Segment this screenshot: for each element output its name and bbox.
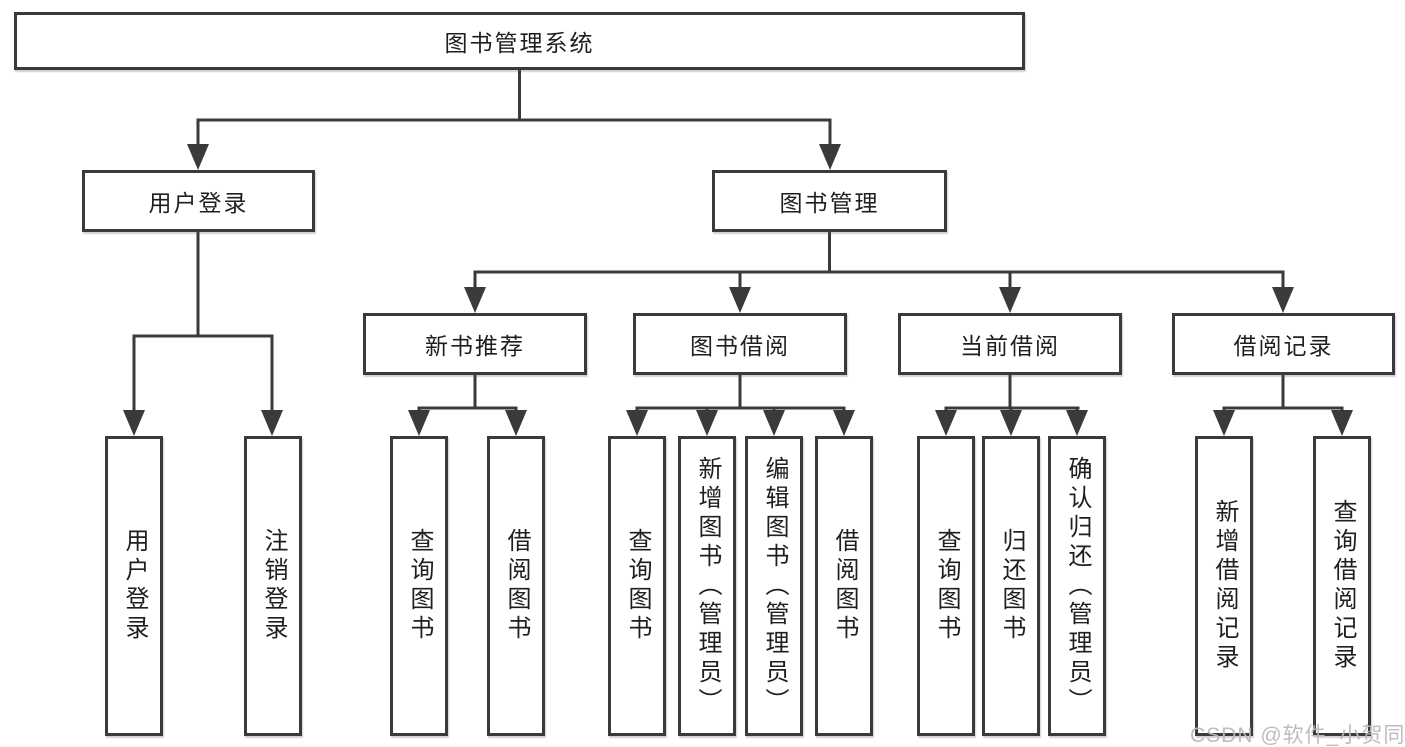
node-label: 当前借阅 bbox=[960, 333, 1060, 359]
root-node-system: 图书管理系统 bbox=[14, 12, 1025, 70]
node-label: 借阅图书 bbox=[503, 528, 530, 644]
node-book-management: 图书管理 bbox=[712, 170, 947, 232]
node-label: 图书借阅 bbox=[690, 333, 790, 359]
leaf-add-book-admin: 新增图书（管理员） bbox=[678, 436, 736, 736]
leaf-query-books-borrow: 查询图书 bbox=[608, 436, 666, 736]
node-label: 图书管理系统 bbox=[444, 30, 595, 56]
leaf-edit-book-admin: 编辑图书（管理员） bbox=[745, 436, 803, 736]
node-label: 查询借阅记录 bbox=[1329, 499, 1356, 673]
node-label: 借阅图书 bbox=[831, 528, 858, 644]
leaf-logout: 注销登录 bbox=[244, 436, 302, 736]
leaf-query-borrow-record: 查询借阅记录 bbox=[1313, 436, 1371, 736]
node-label: 新书推荐 bbox=[425, 333, 525, 359]
node-label: 注销登录 bbox=[260, 528, 287, 644]
node-label: 确认归还（管理员） bbox=[1064, 455, 1091, 717]
watermark: CSDN @软件_小贺同学 bbox=[1190, 724, 1405, 747]
leaf-borrow-books: 借阅图书 bbox=[815, 436, 873, 736]
node-label: 用户登录 bbox=[121, 528, 148, 644]
leaf-borrow-books-recommend: 借阅图书 bbox=[487, 436, 545, 736]
leaf-return-books: 归还图书 bbox=[982, 436, 1040, 736]
node-label: 图书管理 bbox=[779, 190, 880, 216]
leaf-query-books-recommend: 查询图书 bbox=[390, 436, 448, 736]
leaf-user-login: 用户登录 bbox=[105, 436, 163, 736]
node-current-borrow: 当前借阅 bbox=[898, 313, 1122, 375]
node-borrow-records: 借阅记录 bbox=[1172, 313, 1395, 375]
leaf-confirm-return-admin: 确认归还（管理员） bbox=[1048, 436, 1106, 736]
node-label: 查询图书 bbox=[933, 528, 960, 644]
node-label: 编辑图书（管理员） bbox=[761, 455, 788, 717]
node-new-book-recommend: 新书推荐 bbox=[363, 313, 587, 375]
leaf-add-borrow-record: 新增借阅记录 bbox=[1195, 436, 1253, 736]
node-user-login: 用户登录 bbox=[82, 170, 315, 232]
node-label: 新增图书（管理员） bbox=[694, 455, 721, 717]
node-label: 借阅记录 bbox=[1233, 333, 1334, 359]
leaf-query-books-current: 查询图书 bbox=[917, 436, 975, 736]
node-label: 用户登录 bbox=[148, 190, 249, 216]
node-book-borrow: 图书借阅 bbox=[633, 313, 847, 375]
node-label: 新增借阅记录 bbox=[1211, 499, 1238, 673]
node-label: 归还图书 bbox=[998, 528, 1025, 644]
node-label: 查询图书 bbox=[624, 528, 651, 644]
node-label: 查询图书 bbox=[406, 528, 433, 644]
